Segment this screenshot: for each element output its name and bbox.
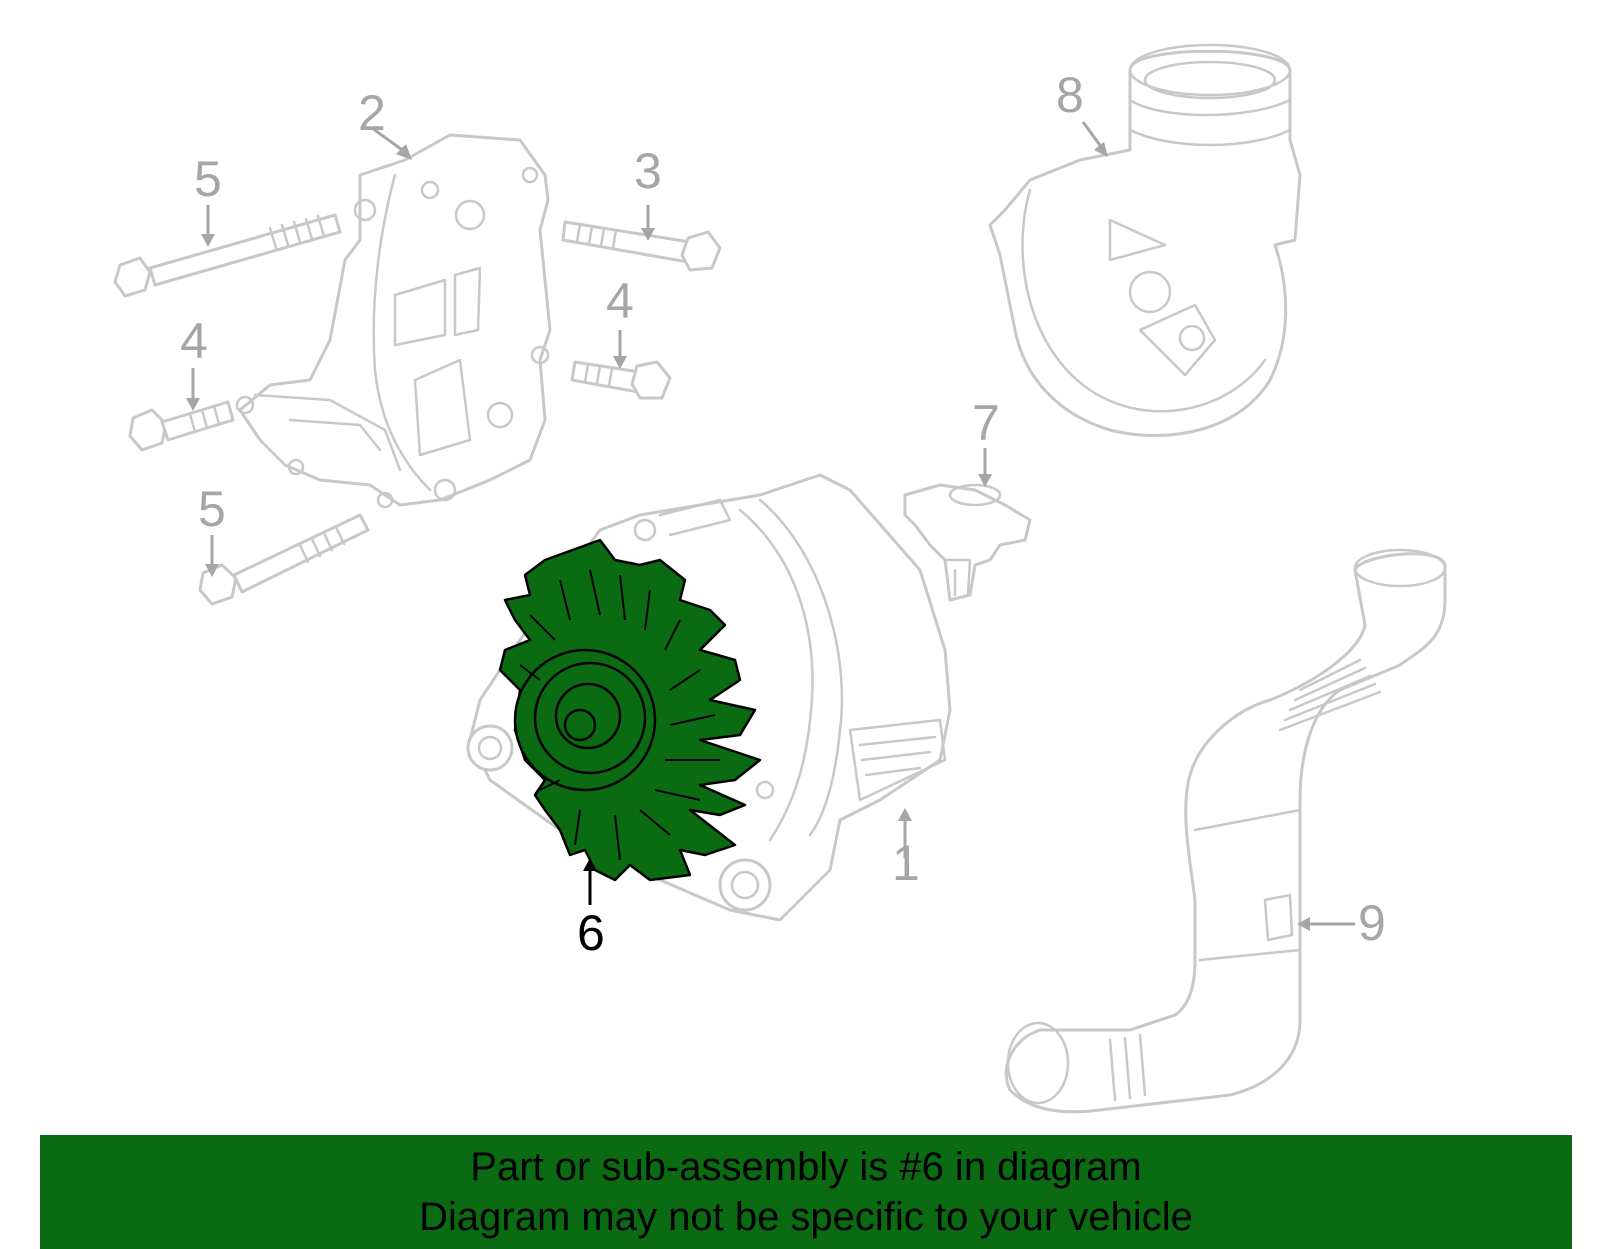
callout-4-right: 4: [606, 273, 634, 329]
banner-line-disclaimer: Diagram may not be specific to your vehi…: [419, 1195, 1193, 1239]
info-banner: Part or sub-assembly is #6 in diagram Di…: [40, 1135, 1572, 1249]
voltage-regulator-part[interactable]: [903, 483, 1032, 602]
callout-5-lower: 5: [198, 481, 226, 537]
callout-4-left: 4: [180, 313, 208, 369]
alternator-fan-pulley-part[interactable]: [498, 538, 762, 882]
callout-leaders: [186, 121, 1355, 931]
callout-2: 2: [358, 85, 386, 141]
air-duct-housing-part[interactable]: [988, 43, 1302, 437]
short-bolt-left-part[interactable]: [128, 400, 235, 452]
callout-6: 6: [577, 905, 605, 961]
callout-9: 9: [1358, 895, 1386, 951]
bracket-bolt-part[interactable]: [561, 220, 722, 272]
banner-line-part-number: Part or sub-assembly is #6 in diagram: [470, 1145, 1142, 1189]
long-bolt-upper-part[interactable]: [113, 213, 342, 298]
callout-8: 8: [1056, 67, 1084, 123]
callout-1: 1: [892, 835, 920, 891]
callout-7: 7: [972, 395, 1000, 451]
callout-5-upper: 5: [194, 151, 222, 207]
long-bolt-lower-part[interactable]: [198, 513, 370, 606]
callout-labels: 1 2 3 4 4 5 5 6 7 8 9: [180, 67, 1386, 961]
short-bolt-right-part[interactable]: [570, 360, 672, 400]
mounting-bracket-part[interactable]: [235, 133, 552, 509]
callout-3: 3: [634, 143, 662, 199]
intake-hose-part[interactable]: [1004, 548, 1447, 1114]
